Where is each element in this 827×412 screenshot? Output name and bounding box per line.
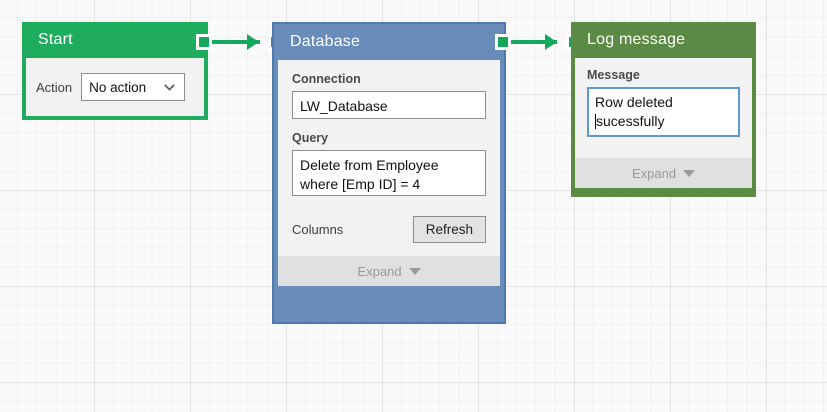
node-log-header: Log message xyxy=(575,22,752,58)
connector-database-to-log-arrow xyxy=(545,34,557,50)
expand-label: Expand xyxy=(357,263,402,279)
message-line-2: sucessfully xyxy=(596,113,665,129)
node-start-title: Start xyxy=(38,31,73,48)
node-log-message[interactable]: Log message Message Row deleted sucessfu… xyxy=(571,22,756,197)
node-start[interactable]: Start Action No action xyxy=(22,22,208,120)
node-start-body: Action No action xyxy=(26,58,204,116)
port-start-output[interactable] xyxy=(196,34,212,50)
connection-input[interactable]: LW_Database xyxy=(292,91,486,119)
message-input[interactable]: Row deleted sucessfully xyxy=(587,87,740,137)
caret-down-icon xyxy=(683,169,696,177)
node-log-body: Message Row deleted sucessfully xyxy=(575,58,752,158)
node-log-title: Log message xyxy=(587,31,686,48)
columns-label: Columns xyxy=(292,222,344,237)
action-select[interactable]: No action xyxy=(81,73,186,101)
query-label: Query xyxy=(292,131,329,145)
node-database-title: Database xyxy=(290,33,361,50)
caret-down-icon xyxy=(408,267,421,275)
node-log-expand[interactable]: Expand xyxy=(575,158,752,188)
expand-label: Expand xyxy=(631,165,677,181)
chevron-down-icon xyxy=(164,84,175,91)
node-start-header: Start xyxy=(26,22,204,58)
node-database[interactable]: Database Connection LW_Database Query De… xyxy=(272,22,506,324)
connector-start-to-database-line[interactable] xyxy=(212,40,260,44)
connection-label: Connection xyxy=(292,72,361,86)
text-cursor xyxy=(595,114,596,129)
connector-start-to-database-arrow xyxy=(247,34,259,50)
connector-database-to-log-line[interactable] xyxy=(511,40,557,44)
message-line-1: Row deleted xyxy=(595,94,673,110)
action-label: Action xyxy=(36,79,73,95)
port-database-output[interactable] xyxy=(495,34,511,50)
action-select-value: No action xyxy=(89,79,147,95)
message-label: Message xyxy=(587,68,640,82)
node-database-expand[interactable]: Expand xyxy=(278,256,500,286)
node-database-header: Database xyxy=(278,24,500,60)
node-database-body: Connection LW_Database Query Delete from… xyxy=(278,60,500,256)
columns-row: Columns Refresh xyxy=(292,216,486,243)
query-input[interactable]: Delete from Employee where [Emp ID] = 4 xyxy=(292,150,486,196)
refresh-button[interactable]: Refresh xyxy=(412,216,486,243)
message-line-2-wrap: sucessfully xyxy=(595,112,732,131)
